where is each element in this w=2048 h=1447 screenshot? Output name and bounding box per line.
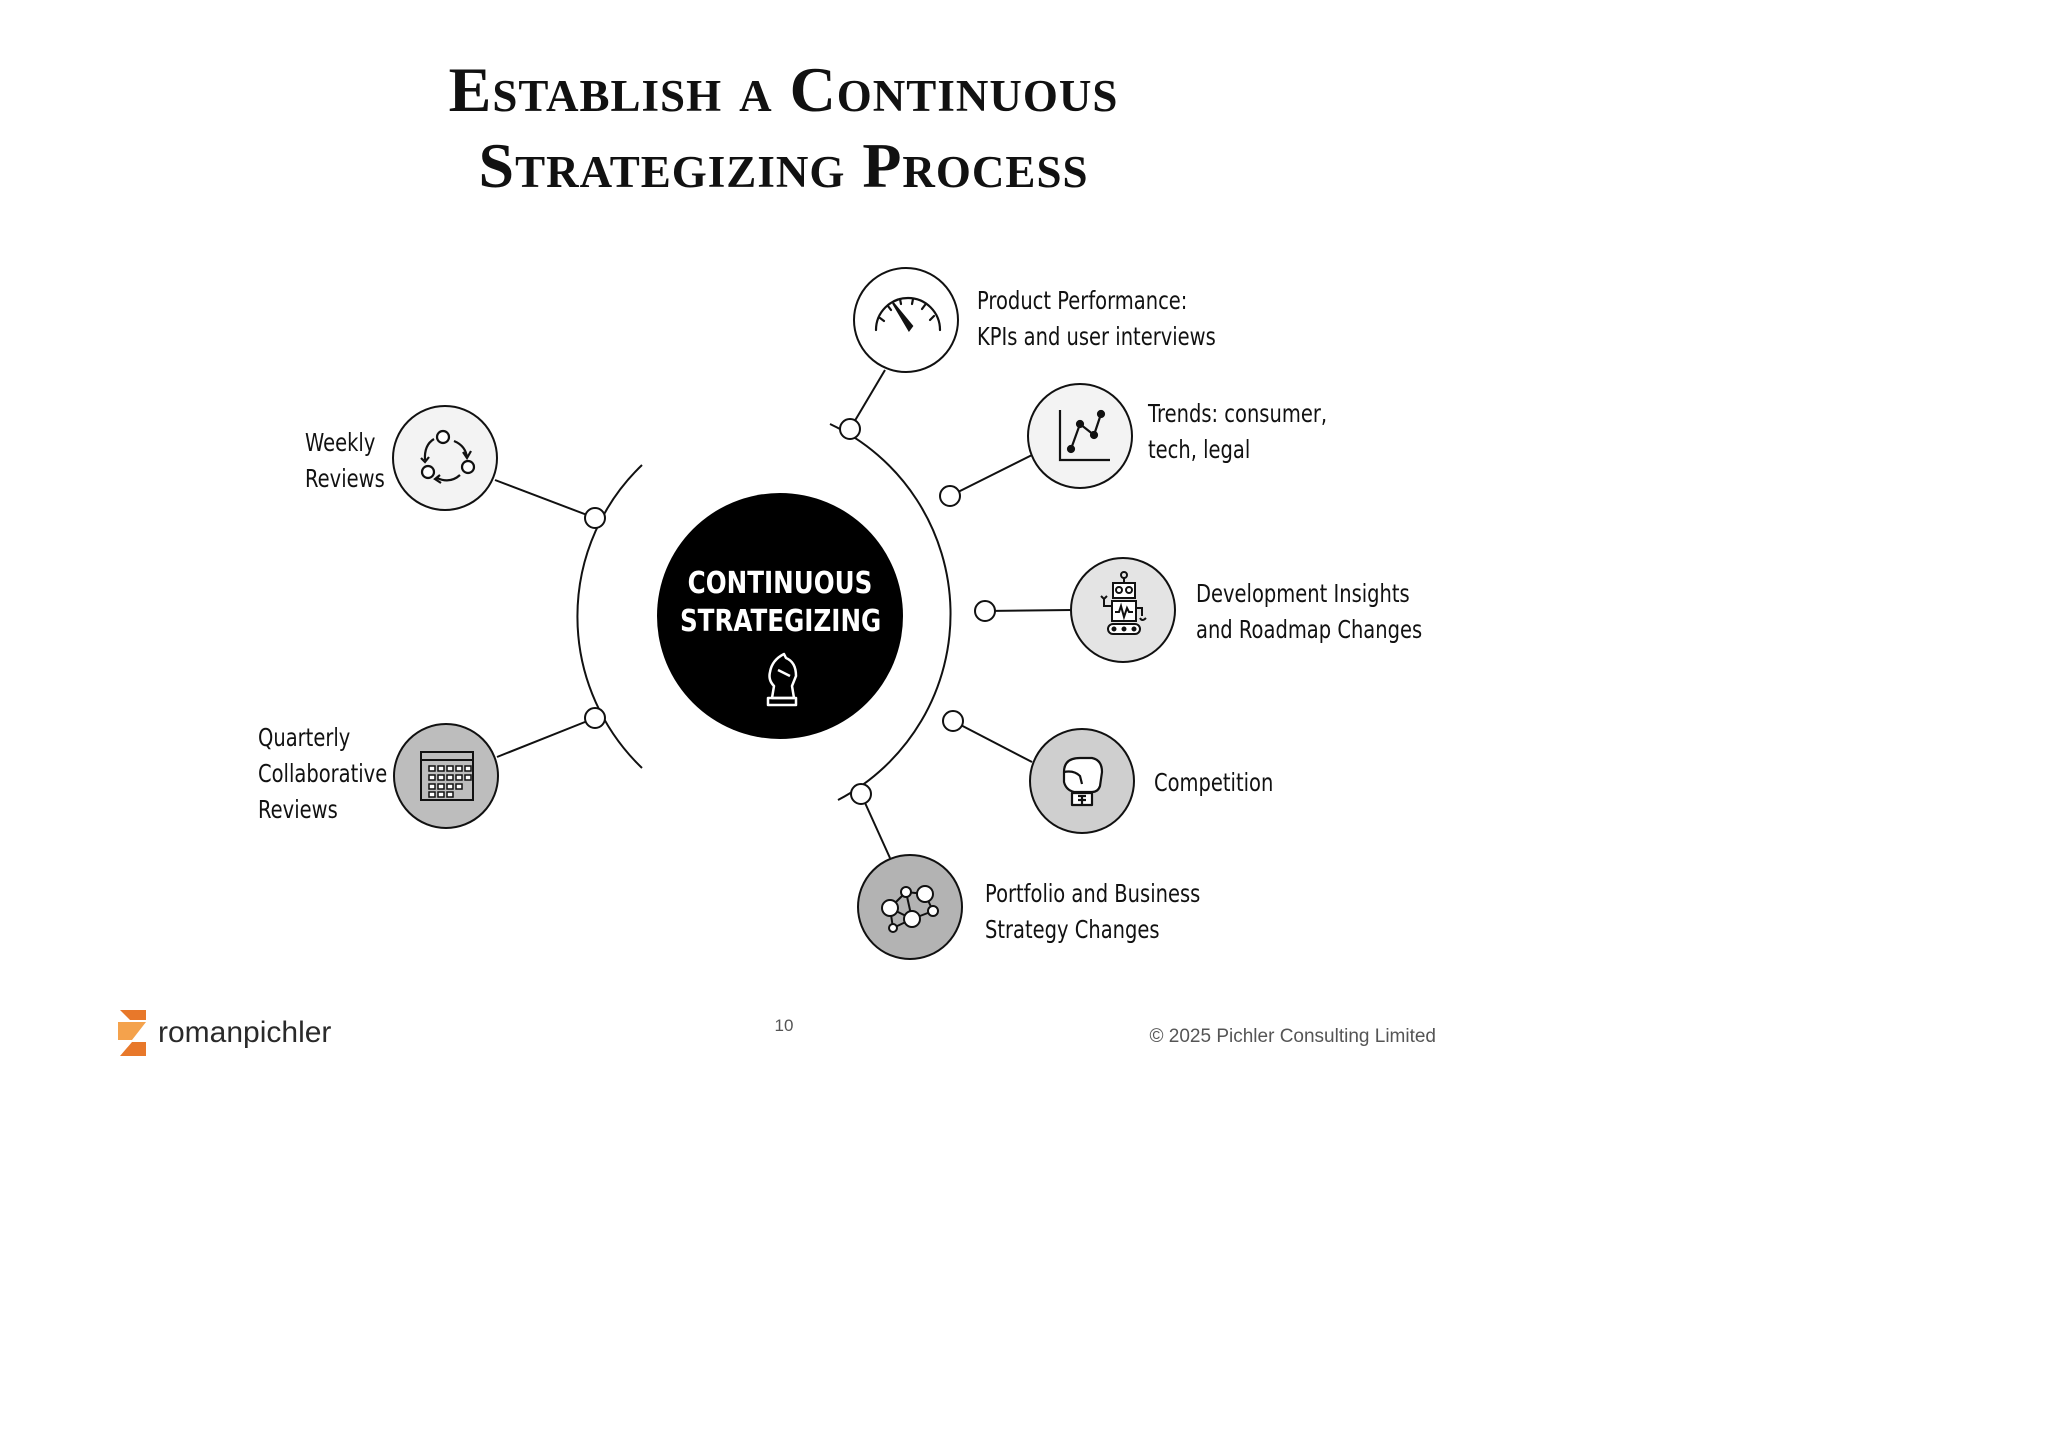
center-line-2: STRATEGIZING [679, 604, 882, 639]
robot-icon [1100, 571, 1147, 635]
junction-dots [584, 418, 996, 805]
cycle-arrows-icon [420, 429, 476, 484]
slide-title: Establish a Continuous Strategizing Proc… [0, 52, 1567, 204]
quarterly-reviews-label: Quarterly Collaborative Reviews [258, 723, 388, 824]
left-arc [576, 464, 643, 769]
line-chart-icon [1058, 409, 1110, 462]
trends-label: Trends: consumer, tech, legal [1148, 399, 1328, 464]
title-line-2: Strategizing Process [478, 130, 1089, 201]
competition-label: Competition [1154, 768, 1274, 797]
development-insights-label: Development Insights and Roadmap Changes [1196, 579, 1423, 644]
weekly-reviews-label: Weekly Reviews [305, 428, 385, 493]
chess-knight-icon [766, 652, 798, 707]
logo-text: romanpichler [158, 1016, 332, 1049]
copyright-notice: © 2025 Pichler Consulting Limited [1149, 1026, 1436, 1047]
strategizing-diagram [118, 267, 1176, 1056]
calendar-icon [420, 751, 474, 801]
weekly-reviews-circle [392, 405, 498, 511]
center-label: CONTINUOUS STRATEGIZING [679, 565, 882, 641]
right-arc [829, 423, 952, 801]
network-nodes-icon [881, 885, 939, 933]
speedometer-icon [874, 296, 942, 332]
title-line-1: Establish a Continuous [448, 54, 1119, 125]
connector-lines [494, 369, 1073, 859]
boxing-glove-icon [1062, 756, 1104, 807]
portfolio-label: Portfolio and Business Strategy Changes [985, 879, 1201, 944]
product-performance-label: Product Performance: KPIs and user inter… [977, 286, 1216, 351]
page-number: 10 [774, 1016, 794, 1035]
center-line-1: CONTINUOUS [687, 566, 873, 601]
company-logo: romanpichler [118, 1010, 331, 1056]
logo-mark-icon [118, 1010, 146, 1056]
center-circle [657, 493, 903, 739]
trends-circle [1027, 383, 1133, 489]
